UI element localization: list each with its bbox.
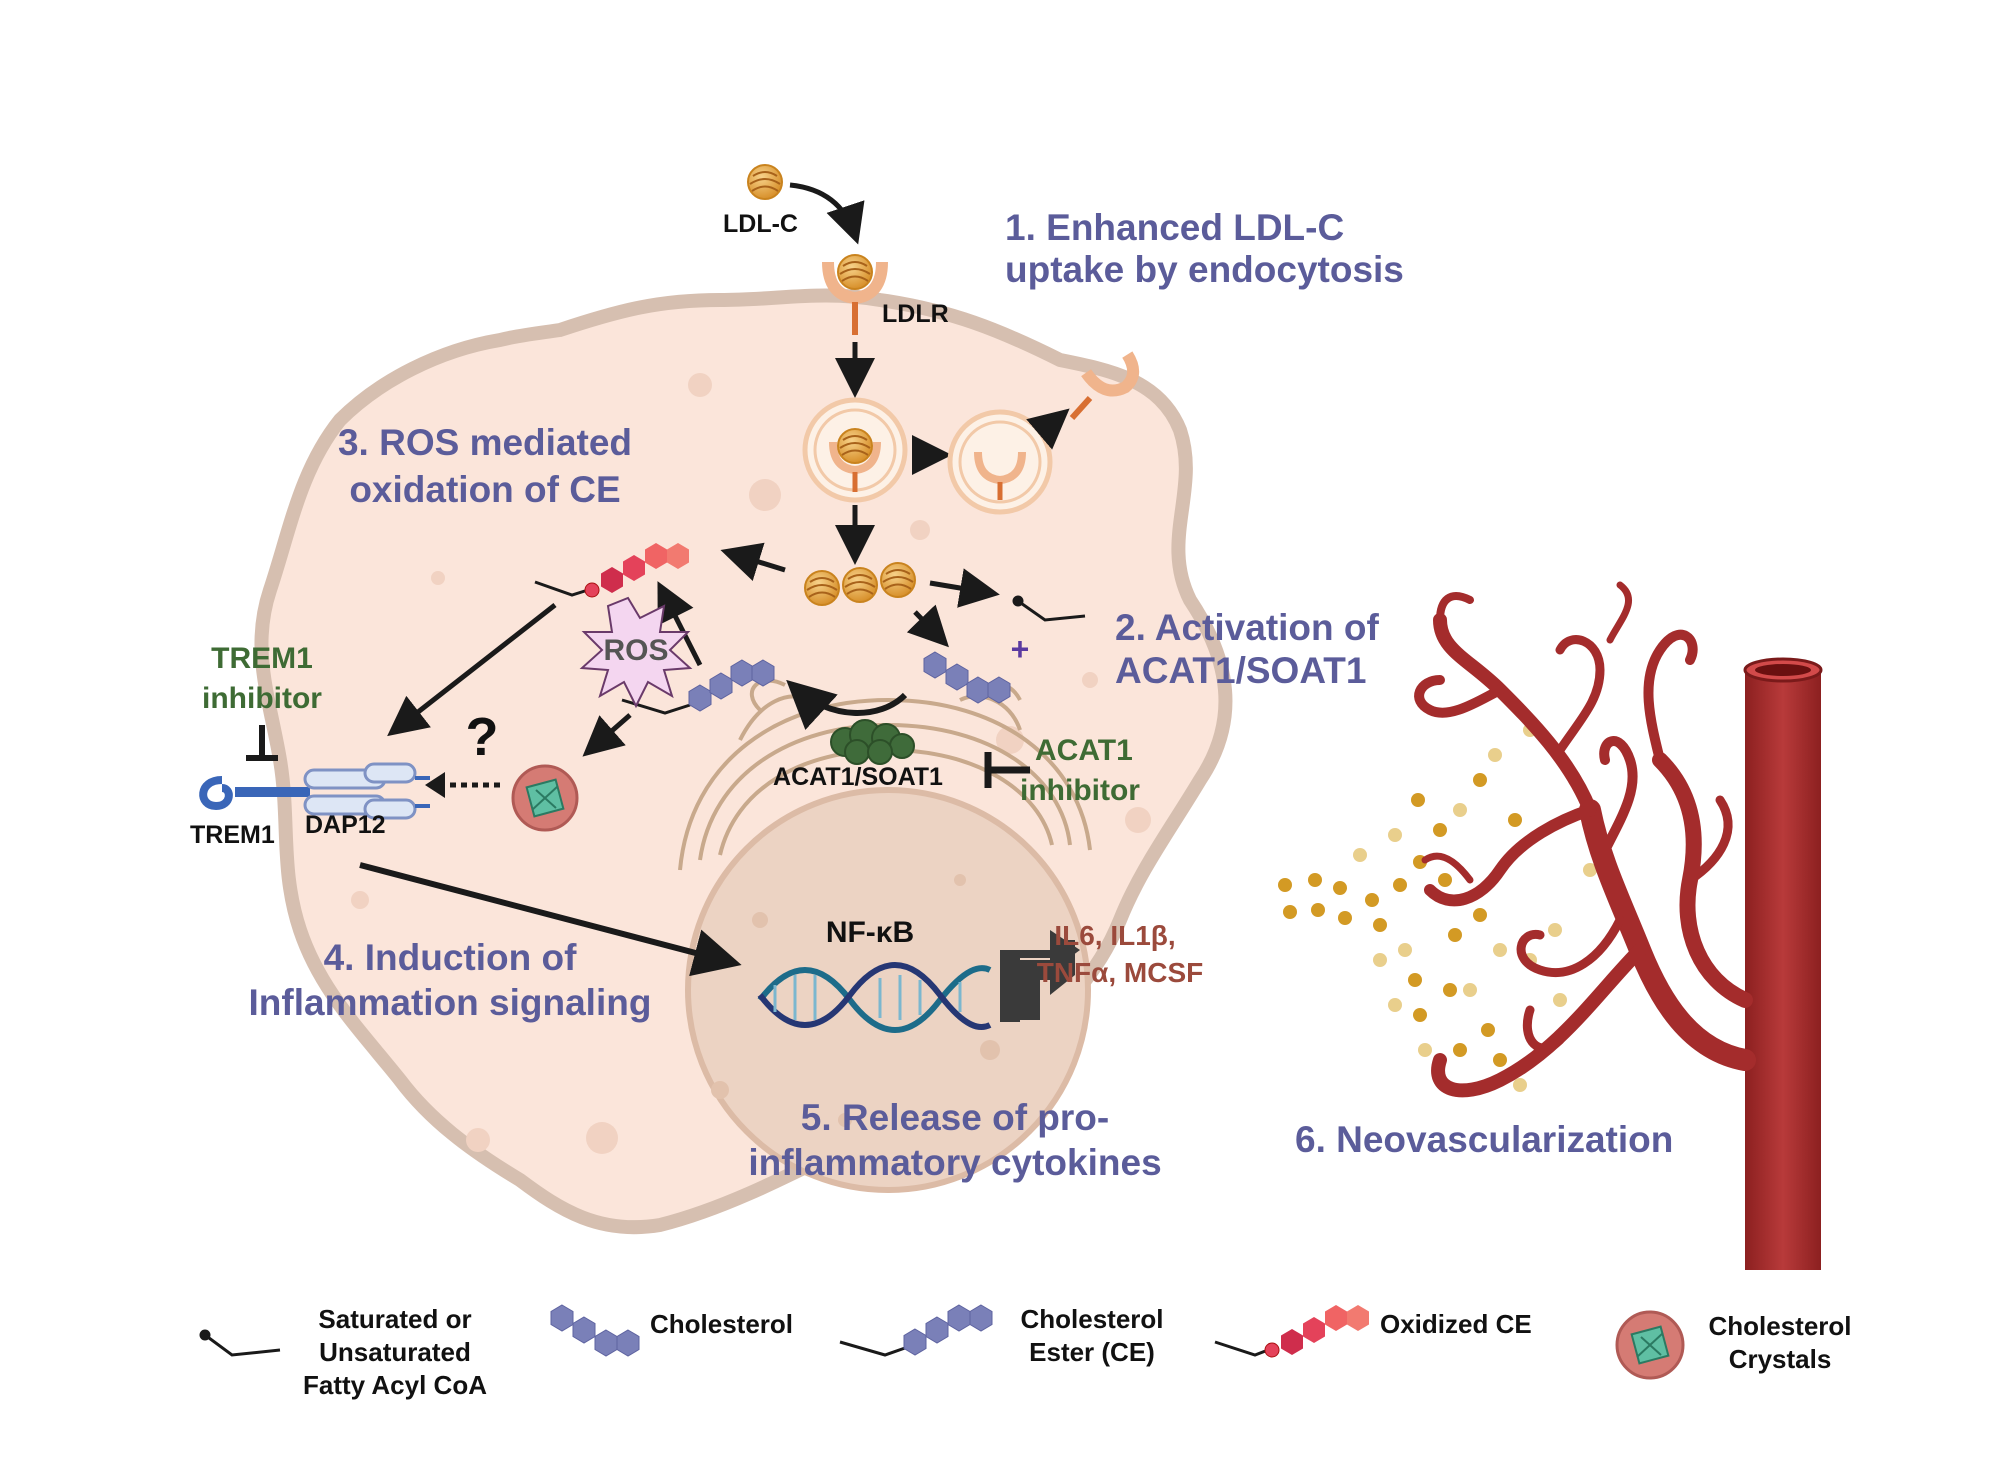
step1-line2: uptake by endocytosis: [1005, 249, 1404, 290]
step2-line2: ACAT1/SOAT1: [1115, 650, 1366, 691]
cytokines-line1: IL6, IL1β,: [1054, 920, 1175, 951]
recycled-ldlr-icon: [1069, 351, 1140, 421]
legend-oxidized-ce-icon: [1214, 1305, 1369, 1358]
step5-line1: 5. Release of pro-: [801, 1097, 1109, 1138]
oxidized-ce-icon: [534, 543, 689, 598]
dap12-icon: [303, 762, 430, 820]
acat1-inhibition-symbol: [984, 752, 1030, 788]
neovascular-sprouts-icon: [1414, 581, 1756, 1098]
ldlr-receptor-icon: [822, 254, 888, 335]
step2-line1: 2. Activation of: [1115, 607, 1380, 648]
ros-label: ROS: [603, 634, 668, 667]
acat1-soat1-label: ACAT1/SOAT1: [773, 763, 943, 791]
plus-sign: +: [1011, 631, 1030, 667]
legend-ce-icon: [839, 1304, 993, 1357]
step6-label: 6. Neovascularization: [1295, 1119, 1673, 1160]
secreted-cytokine-dots: [1278, 723, 1597, 1092]
legend-oxidized-label: Oxidized CE: [1380, 1309, 1532, 1339]
ldl-particle-icon: [747, 164, 783, 200]
legend-fatty-acyl-icon: [199, 1329, 281, 1357]
ldlr-label: LDLR: [882, 300, 949, 328]
blood-vessel-icon: [1743, 657, 1823, 1270]
legend-crystal-line1: Cholesterol: [1708, 1311, 1851, 1341]
acat1-inhibitor-line1: ACAT1: [1035, 734, 1133, 767]
ldlc-label: LDL-C: [723, 210, 798, 238]
step4-line2: Inflammation signaling: [249, 982, 652, 1023]
step3-line1: 3. ROS mediated: [338, 422, 632, 463]
endosome-with-ldl-icon: [802, 397, 908, 503]
legend-ce-line2: Ester (CE): [1029, 1337, 1155, 1367]
ros-burst-icon: ROS: [579, 596, 693, 709]
trem1-receptor-icon: [199, 776, 310, 811]
acat1-soat1-enzyme: [830, 719, 915, 765]
acat1-inhibitor-line2: inhibitor: [1020, 774, 1140, 807]
cytokines-line2: TNFα, MCSF: [1037, 957, 1204, 988]
dap12-label: DAP12: [305, 811, 386, 839]
trem1-inhibitor-line2: inhibitor: [202, 682, 322, 715]
question-mark: ?: [466, 707, 499, 767]
trem1-inhibition-symbol: [246, 725, 278, 761]
step1-line1: 1. Enhanced LDL-C: [1005, 207, 1344, 248]
fatty-acyl-coa-icon: [1012, 595, 1086, 622]
step3-line2: oxidation of CE: [349, 469, 620, 510]
legend: Saturated or Unsaturated Fatty Acyl CoA …: [199, 1304, 1852, 1400]
legend-crystal-line2: Crystals: [1729, 1344, 1832, 1374]
legend-ce-line1: Cholesterol: [1020, 1304, 1163, 1334]
nucleus: [685, 787, 1091, 1193]
legend-crystal-icon: [1615, 1310, 1685, 1380]
legend-fatty-line3: Fatty Acyl CoA: [303, 1370, 487, 1400]
cholesterol-crystal-icon: [511, 764, 579, 832]
legend-fatty-line2: Unsaturated: [319, 1337, 471, 1367]
legend-fatty-line1: Saturated or: [318, 1304, 471, 1334]
trem1-label: TREM1: [190, 821, 275, 849]
endosome-recycling-icon: [947, 409, 1053, 515]
nfkb-label: NF-κB: [826, 916, 914, 949]
trem1-inhibitor-line1: TREM1: [211, 642, 313, 675]
dna-helix-icon: [757, 962, 992, 1033]
step5-line2: inflammatory cytokines: [748, 1142, 1161, 1183]
legend-cholesterol-label: Cholesterol: [650, 1309, 793, 1339]
legend-cholesterol-icon: [550, 1304, 640, 1357]
step4-line1: 4. Induction of: [324, 937, 577, 978]
